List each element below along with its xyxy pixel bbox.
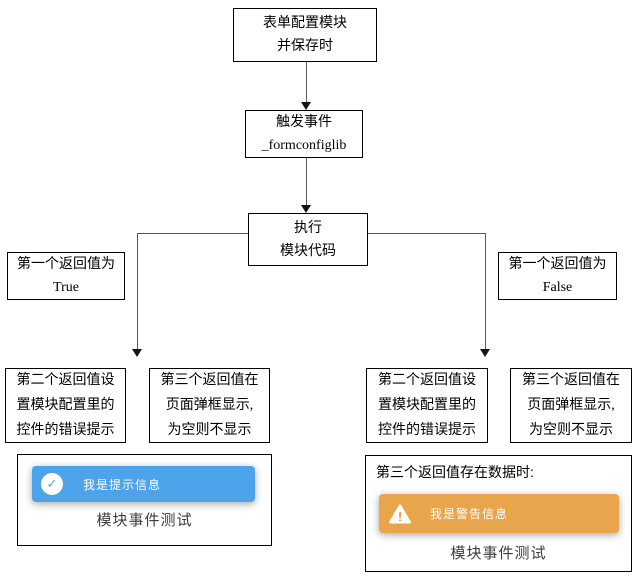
toast-message: 我是警告信息: [430, 507, 509, 521]
toast-message: 我是提示信息: [83, 477, 162, 492]
info-toast: ✓ 我是提示信息: [32, 466, 255, 502]
arrow-down-icon: [480, 349, 490, 357]
flow-node-trigger-event: 触发事件 _formconfiglib: [245, 110, 363, 158]
flow-node-right-result-1: 第二个返回值设 置模块配置里的 控件的错误提示: [366, 368, 488, 443]
panel-caption: 模块事件测试: [450, 545, 547, 562]
flow-node-execute-code: 执行 模块代码: [248, 213, 368, 266]
warning-toast: 我是警告信息: [379, 494, 619, 533]
flow-node-right-result-2: 第三个返回值在 页面弹框显示, 为空则不显示: [510, 368, 632, 443]
flow-node-start: 表单配置模块 并保存时: [233, 8, 377, 62]
flow-node-left-result-1: 第二个返回值设 置模块配置里的 控件的错误提示: [5, 368, 126, 443]
connector-line: [306, 158, 307, 206]
connector-line: [368, 233, 485, 234]
arrow-down-icon: [301, 102, 311, 110]
connector-line: [137, 233, 138, 349]
check-circle-icon: ✓: [41, 473, 63, 495]
flow-node-condition-false: 第一个返回值为 False: [498, 252, 617, 300]
flow-node-condition-true: 第一个返回值为 True: [7, 252, 125, 300]
connector-line: [485, 233, 486, 349]
arrow-down-icon: [301, 205, 311, 213]
arrow-down-icon: [132, 349, 142, 357]
panel-caption: 模块事件测试: [96, 512, 193, 529]
left-example-panel: ✓ 我是提示信息 模块事件测试: [17, 454, 272, 546]
connector-line: [306, 62, 307, 103]
warning-triangle-icon: [389, 503, 411, 524]
right-example-panel: 第三个返回值存在数据时: 我是警告信息 模块事件测试: [365, 455, 632, 572]
panel-title: 第三个返回值存在数据时:: [376, 464, 534, 480]
connector-line: [137, 233, 248, 234]
flow-node-left-result-2: 第三个返回值在 页面弹框显示, 为空则不显示: [149, 368, 270, 443]
